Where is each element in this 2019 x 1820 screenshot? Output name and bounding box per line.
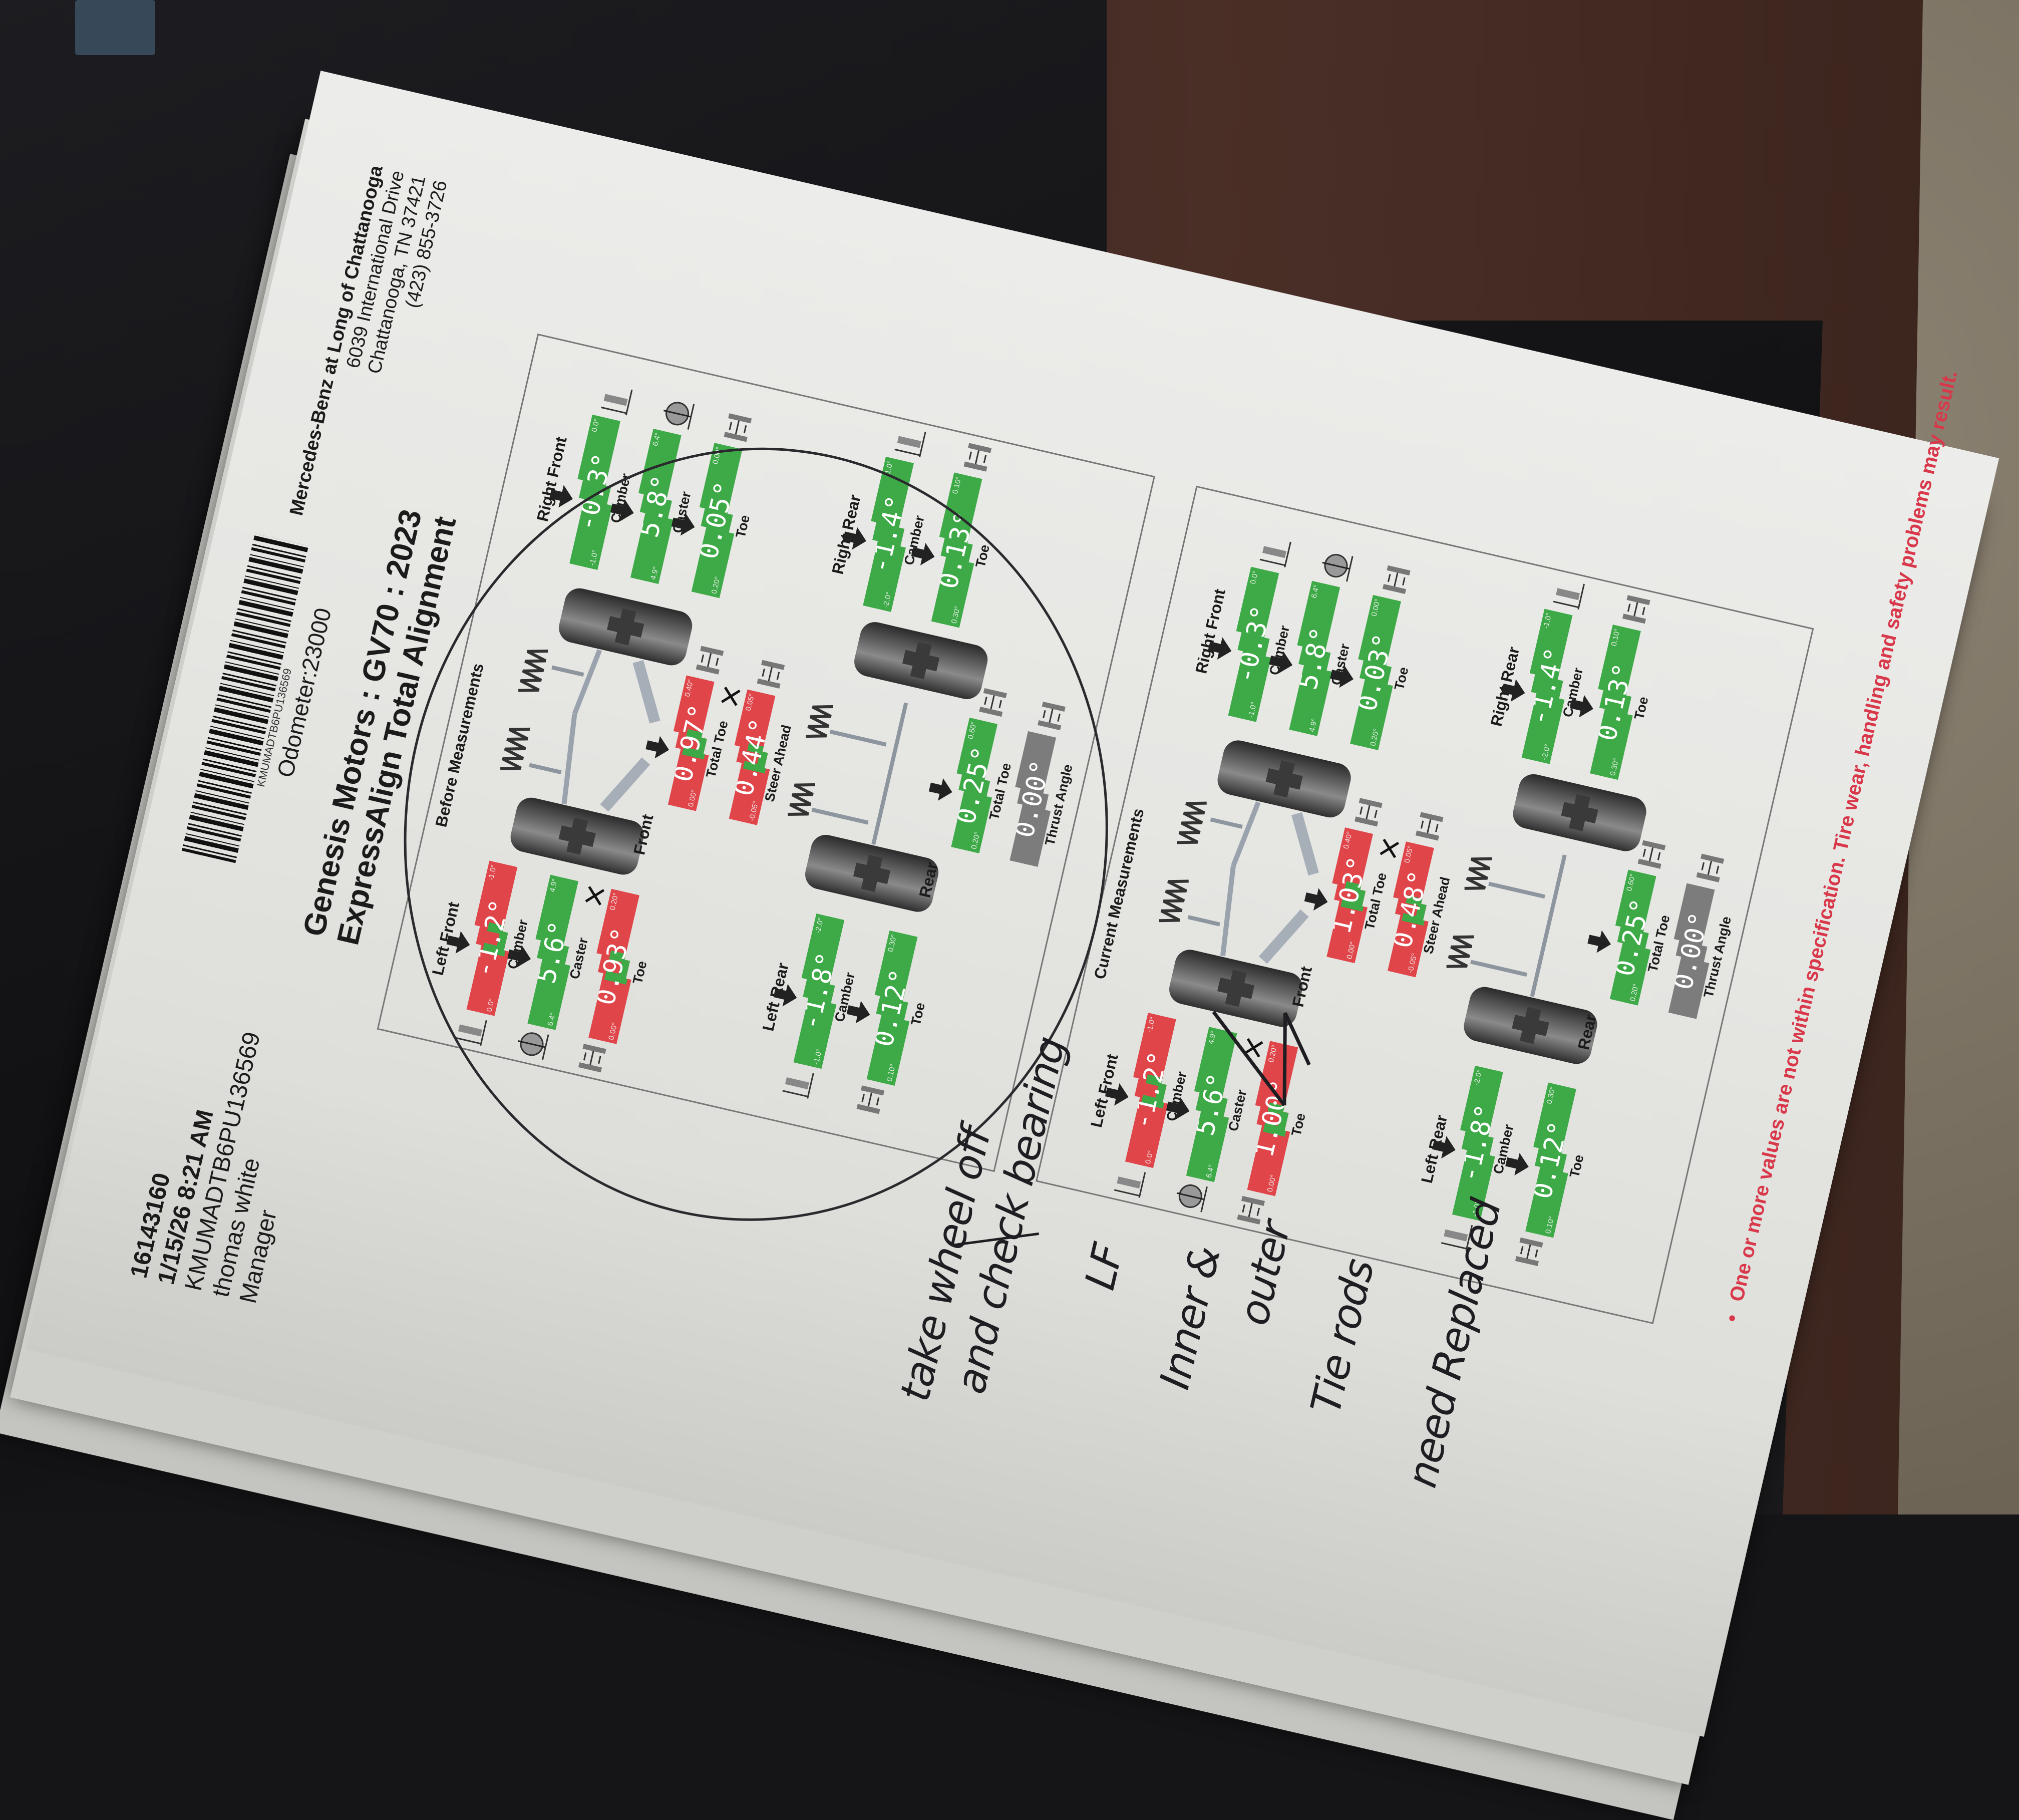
- arrow-down-icon: [1103, 1076, 1132, 1110]
- front-total-toe-gauge: 0.00°0.40°1.03°Total Toe: [1304, 798, 1390, 963]
- right-rear-camber-gauge: -2.0°-1.0°-1.4°Camber: [1501, 583, 1586, 764]
- left-rear-toe-gauge: 0.10°0.30°0.12°Toe: [1505, 1082, 1587, 1267]
- wheel-hub: [604, 606, 646, 648]
- toe-icon: [1692, 850, 1730, 886]
- rear-total-toe-gauge: 0.20°0.60°0.25°Total Toe: [1587, 840, 1672, 1005]
- arrow-down-icon: [1430, 1129, 1459, 1163]
- caster-icon: [1171, 1178, 1209, 1215]
- right-front-camber-gauge: -1.0°0.0°-0.3°Camber: [1208, 541, 1292, 722]
- handwritten-note: outer: [1230, 1217, 1300, 1330]
- camber-icon: [1438, 1217, 1476, 1254]
- right-rear-toe-gauge: 0.30°0.10°0.13°Toe: [1569, 595, 1651, 780]
- arrow-down-icon: [1500, 672, 1529, 707]
- toe-icon: [1511, 1234, 1549, 1270]
- wheel-hub: [1559, 792, 1601, 834]
- left-front-caster-gauge: 6.4°4.9°5.6°Caster: [1166, 1027, 1249, 1212]
- caster-icon: [658, 395, 697, 432]
- arrow-down-icon: [1568, 688, 1597, 722]
- toe-icon: [1618, 591, 1656, 628]
- toe-icon: [719, 410, 757, 446]
- camber-icon: [597, 381, 635, 418]
- toe-icon: [1411, 808, 1449, 845]
- wheel-hub: [556, 815, 598, 857]
- wheel-hub: [1215, 967, 1257, 1009]
- right-front-caster-gauge: 4.9°6.4°5.8°Caster: [1269, 554, 1354, 736]
- handwritten-note: LF: [1076, 1240, 1133, 1295]
- toe-icon: [1350, 794, 1388, 831]
- arrow-down-icon: [1503, 1145, 1532, 1180]
- wheel-hub: [1263, 758, 1305, 800]
- warning-bullet: •: [1721, 1312, 1744, 1324]
- dealer-address: Mercedes-Benz at Long of Chattanooga 603…: [285, 163, 452, 532]
- arrow-down-icon: [1267, 644, 1296, 679]
- customer-info: 16143160 1/15/26 8:21 AM KMUMADTB6PU1365…: [125, 1017, 321, 1306]
- left-rear-camber-gauge: -1.0°-2.0°-1.8°Camber: [1432, 1066, 1516, 1251]
- arrow-down-icon: [1164, 1090, 1193, 1124]
- handwritten-note: Tie rods: [1302, 1255, 1384, 1418]
- wheel-hub: [851, 852, 893, 894]
- front-steer-ahead-gauge: -0.05°0.05°0.48°Steer Ahead: [1377, 812, 1453, 977]
- camber-icon: [1111, 1164, 1149, 1200]
- out-of-spec-x-icon: [1378, 837, 1401, 860]
- rear-thrust-angle-gauge: 0.00°Thrust Angle: [1657, 853, 1734, 1019]
- toe-icon: [1232, 1192, 1270, 1229]
- suspension-diagram: [1159, 801, 1567, 997]
- toe-icon: [1378, 561, 1416, 598]
- left-front-camber-gauge: 0.0°-1.0°-1.2°Camber: [1105, 1013, 1189, 1198]
- wheel-hub: [900, 640, 942, 682]
- arrow-down-icon: [1585, 923, 1614, 958]
- caster-icon: [1317, 547, 1355, 584]
- right-front-toe-gauge: 0.20°0.00°0.03°Toe: [1330, 565, 1412, 750]
- arrow-down-icon: [1302, 881, 1331, 916]
- arrow-down-icon: [1328, 658, 1357, 693]
- arrow-down-icon: [1206, 630, 1235, 665]
- camber-icon: [1549, 575, 1587, 612]
- camber-icon: [1256, 533, 1294, 570]
- handwritten-note: Inner &: [1151, 1242, 1230, 1394]
- toe-icon: [1633, 836, 1671, 873]
- wheel-hub: [1509, 1005, 1551, 1047]
- notepad-corner: [75, 0, 155, 55]
